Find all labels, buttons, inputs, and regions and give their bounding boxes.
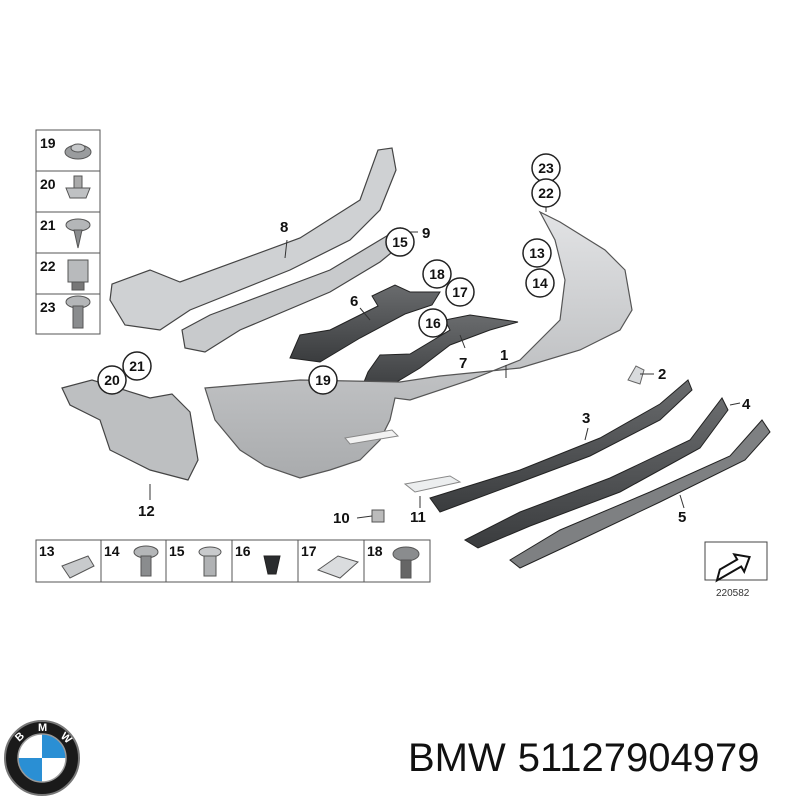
left-legend-labels: 19 20 21 22 23	[40, 135, 56, 315]
circled-23: 23	[538, 160, 554, 176]
bottom-legend	[35, 539, 431, 583]
circled-callouts: 23 22 13 14 15 18 17 16 19 21 20	[97, 153, 561, 395]
part-8-carrier	[109, 147, 397, 331]
circled-17: 17	[452, 284, 468, 300]
bottom-legend-label: 13	[39, 543, 55, 559]
callout-7: 7	[459, 355, 467, 372]
part-7-bracket	[359, 314, 519, 393]
circled-21: 21	[129, 358, 145, 374]
part-2-clip	[627, 365, 645, 385]
callout-numbers: 1 2 3 4 5 6 7 8 9 10 11 12	[138, 219, 751, 527]
left-legend-parts	[64, 143, 92, 329]
bottom-legend-label: 17	[301, 543, 317, 559]
bottom-legend-label: 16	[235, 543, 251, 559]
callout-10: 10	[333, 510, 350, 527]
callout-3: 3	[582, 410, 590, 427]
circled-20: 20	[104, 372, 120, 388]
circled-13: 13	[529, 245, 545, 261]
part-6-bracket	[289, 284, 441, 363]
callout-9: 9	[422, 225, 430, 242]
circled-14: 14	[532, 275, 548, 291]
callout-11: 11	[410, 509, 426, 526]
circled-16: 16	[425, 315, 441, 331]
bottom-legend-label: 15	[169, 543, 185, 559]
left-legend	[35, 129, 101, 335]
part-5-strip	[509, 419, 771, 569]
callout-5: 5	[678, 509, 686, 526]
circled-22: 22	[538, 185, 554, 201]
callout-8: 8	[280, 219, 288, 236]
brand-name: BMW	[408, 736, 506, 780]
bmw-roundel-icon: B M W	[4, 720, 80, 796]
bottom-legend-label: 14	[104, 543, 120, 559]
part-1-bumper	[204, 210, 633, 479]
callout-6: 6	[350, 293, 358, 310]
part-10-clip	[371, 509, 385, 523]
leader-lines	[149, 202, 741, 519]
circled-15: 15	[392, 234, 408, 250]
bumper-reflector	[344, 429, 400, 445]
bottom-legend-labels: 13 14 15 16 17 18	[39, 543, 383, 559]
bottom-legend-label: 18	[367, 543, 383, 559]
callout-2: 2	[658, 366, 666, 383]
part-12-bracket	[61, 379, 199, 481]
direction-arrow-icon	[704, 541, 768, 583]
left-legend-label: 22	[40, 258, 56, 274]
left-legend-label: 23	[40, 299, 56, 315]
circled-19: 19	[315, 372, 331, 388]
svg-text:M: M	[38, 722, 47, 734]
circled-18: 18	[429, 266, 445, 282]
left-legend-label: 21	[40, 217, 56, 233]
callout-12: 12	[138, 503, 155, 520]
callout-4: 4	[742, 396, 751, 413]
diagram-number: 220582	[716, 588, 750, 599]
left-legend-label: 20	[40, 176, 56, 192]
part-3-strip	[429, 379, 693, 513]
part-11-trim	[403, 475, 462, 493]
bottom-legend-parts	[61, 545, 420, 579]
callout-1: 1	[500, 347, 508, 364]
part-4-strip	[463, 397, 729, 549]
part-number: 51127904979	[517, 736, 760, 780]
left-legend-label: 19	[40, 135, 56, 151]
